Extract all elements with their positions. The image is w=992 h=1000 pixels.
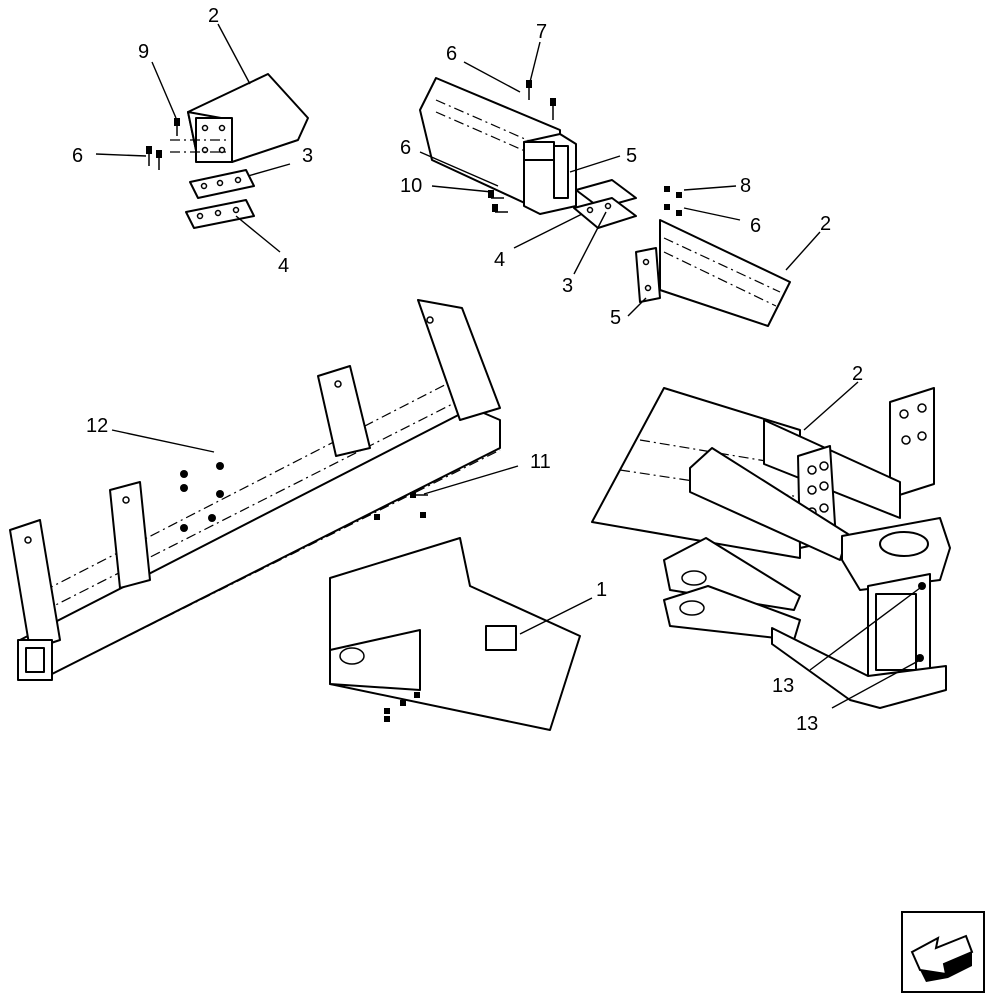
callout-9: 9 xyxy=(138,41,149,63)
callout-7: 7 xyxy=(536,21,547,43)
callout-13: 13 xyxy=(772,675,794,697)
bolt-9 xyxy=(174,118,180,136)
leader-lines xyxy=(95,23,921,709)
callout-6: 6 xyxy=(72,145,83,167)
detail-hitch-bracket xyxy=(591,387,951,709)
callout-1: 1 xyxy=(596,579,607,601)
callout-12: 12 xyxy=(86,415,108,437)
callout-3: 3 xyxy=(562,275,573,297)
callout-6: 6 xyxy=(400,137,411,159)
bolt-6-top-left xyxy=(146,146,162,170)
bolt-lower xyxy=(384,692,420,722)
callout-6: 6 xyxy=(446,43,457,65)
callout-4: 4 xyxy=(494,249,505,271)
callout-labels: 2 9 6 3 4 6 7 6 5 10 8 6 2 4 3 5 12 11 1… xyxy=(72,5,863,735)
top-middle-beam-assembly xyxy=(419,77,791,327)
callout-5: 5 xyxy=(626,145,637,167)
bolt-8 xyxy=(664,186,682,216)
callout-8: 8 xyxy=(740,175,751,197)
callout-10: 10 xyxy=(400,175,422,197)
top-left-beam-assembly xyxy=(146,73,309,229)
callout-5: 5 xyxy=(610,307,621,329)
callout-3: 3 xyxy=(302,145,313,167)
bolt-7 xyxy=(526,80,556,120)
callout-13: 13 xyxy=(796,713,818,735)
callout-11: 11 xyxy=(530,451,551,473)
nut-12 xyxy=(180,462,224,532)
bolt-10 xyxy=(488,190,508,213)
callout-2: 2 xyxy=(820,213,831,235)
bolt-11 xyxy=(374,492,428,520)
callout-2: 2 xyxy=(852,363,863,385)
callout-6: 6 xyxy=(750,215,761,237)
callout-4: 4 xyxy=(278,255,289,277)
callout-2: 2 xyxy=(208,5,219,27)
next-page-arrow-icon[interactable] xyxy=(901,911,985,993)
main-frame-assembly xyxy=(9,299,581,731)
